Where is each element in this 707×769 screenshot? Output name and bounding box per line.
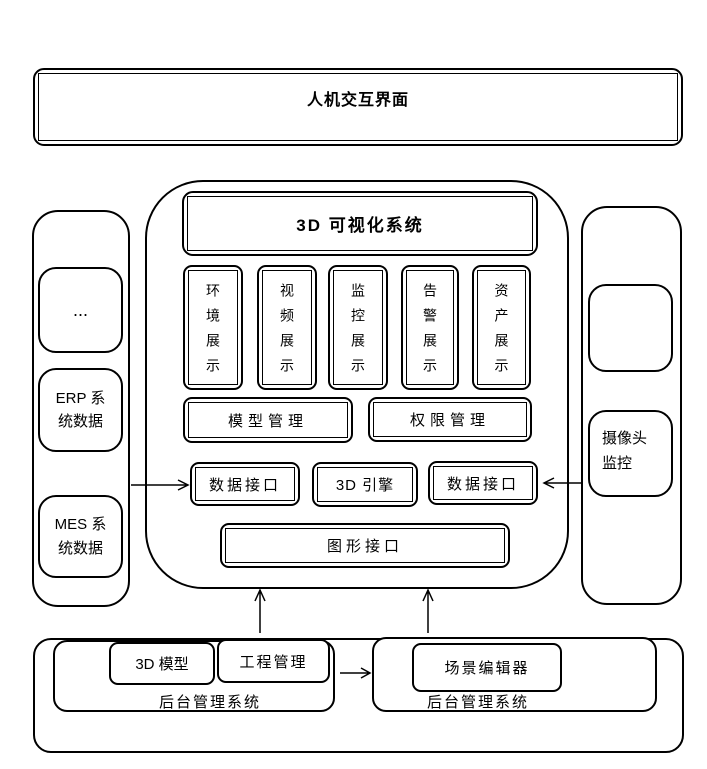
data-interface-left-label: 数据接口 [195,467,295,501]
hmi-interface-label: 人机交互界面 [38,73,678,141]
data-interface-right-label: 数据接口 [433,466,533,500]
model-management-label: 模型管理 [188,402,348,438]
backend-system-right-label: 后台管理系统 [426,694,530,711]
data-interface-right-box: 数据接口 [428,461,538,505]
erp-data-box: ERP 系 统数据 [38,368,123,452]
graphics-interface-label: 图形接口 [225,528,505,563]
arrow-backend-right-up [422,588,434,633]
asset-display-label: 资产展示 [493,283,510,383]
camera-empty-box [588,284,673,372]
alarm-display-box: 告警展示 [401,265,459,390]
scene-editor-label: 场景编辑器 [444,660,530,677]
hmi-interface-box: 人机交互界面 [33,68,683,146]
other-sources-box: ... [38,267,123,353]
alarm-display-label: 告警展示 [422,283,438,383]
3d-visualization-title-box: 3D 可视化系统 [182,191,538,256]
mes-data-box: MES 系 统数据 [38,495,123,578]
asset-display-box: 资产展示 [472,265,531,390]
env-display-label: 环境展示 [205,283,221,383]
project-management-label: 工程管理 [239,653,308,671]
arrow-backend-left-up [254,588,266,633]
permission-management-label: 权限管理 [373,402,527,437]
camera-monitor-box: 摄像头 监控 [588,410,673,497]
project-management-box: 工程管理 [217,639,330,683]
3d-visualization-title: 3D 可视化系统 [187,196,533,251]
monitor-display-label: 监控展示 [350,283,366,383]
model-management-box: 模型管理 [183,397,353,443]
permission-management-box: 权限管理 [368,397,532,442]
backend-system-left-label: 后台管理系统 [158,694,262,711]
right-camera-panel [581,206,682,605]
3d-model-label: 3D 模型 [135,656,189,673]
mes-data-label: MES 系 统数据 [54,516,107,557]
monitor-display-box: 监控展示 [328,265,388,390]
3d-engine-box: 3D 引擎 [312,462,418,507]
env-display-box: 环境展示 [183,265,243,390]
3d-engine-label: 3D 引擎 [317,467,413,502]
video-display-label: 视频展示 [279,283,295,383]
graphics-interface-box: 图形接口 [220,523,510,568]
video-display-box: 视频展示 [257,265,317,390]
scene-editor-box: 场景编辑器 [412,643,562,692]
camera-monitor-label: 摄像头 监控 [602,430,648,472]
other-sources-label: ... [72,299,88,320]
data-interface-left-box: 数据接口 [190,462,300,506]
erp-data-label: ERP 系 统数据 [55,389,106,430]
3d-model-box: 3D 模型 [109,642,215,685]
